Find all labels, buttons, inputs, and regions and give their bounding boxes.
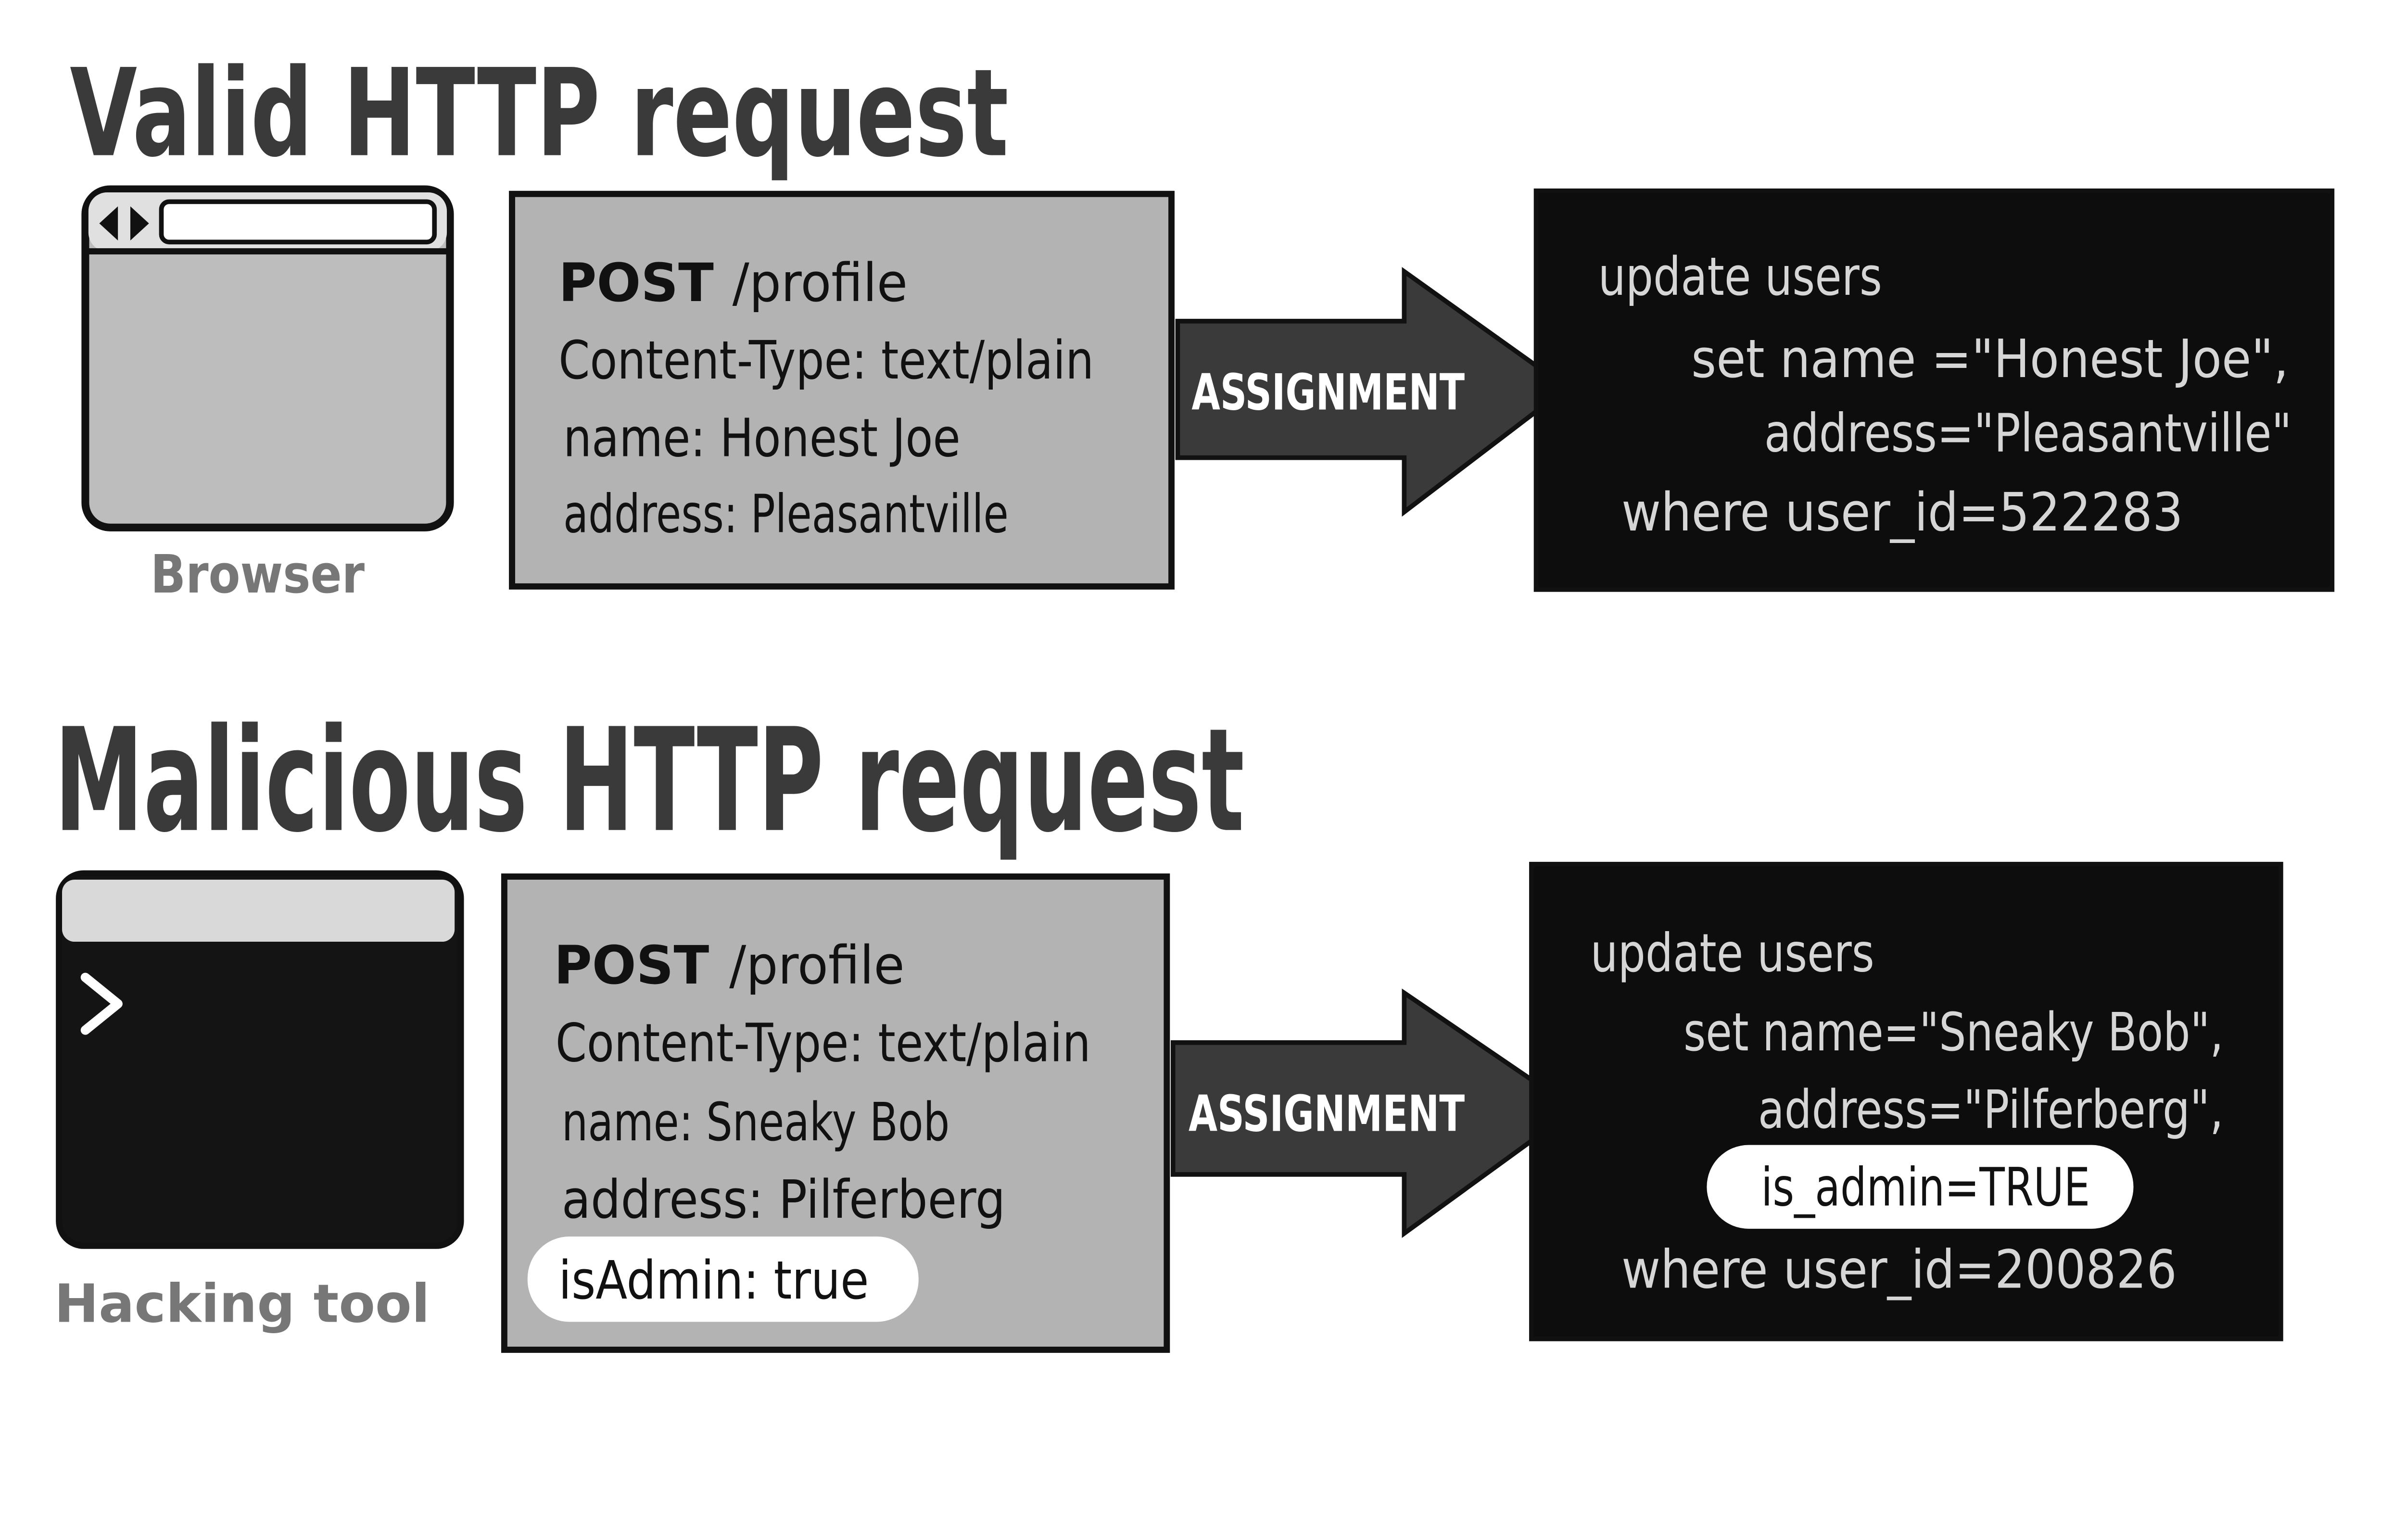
assignment-arrow: ASSIGNMENT xyxy=(1175,267,1571,517)
sql-line: update users xyxy=(1598,246,1882,307)
malicious-sql-box: update users set name="Sneaky Bob", addr… xyxy=(1529,861,2283,1341)
browser-label: Browser xyxy=(151,543,365,605)
arrow-label: ASSIGNMENT xyxy=(1191,364,1465,422)
request-method: POST xyxy=(558,252,714,314)
valid-sql-box: update users set name ="Honest Joe", add… xyxy=(1533,188,2335,592)
request-line: name: Sneaky Bob xyxy=(562,1091,949,1153)
valid-request-box: POST /profile Content-Type: text/plain n… xyxy=(509,190,1175,590)
request-line: Content-Type: text/plain xyxy=(556,1012,1091,1073)
browser-window-icon xyxy=(81,185,454,531)
request-line: name: Honest Joe xyxy=(563,407,961,468)
request-method: POST xyxy=(554,934,709,996)
highlight-pill xyxy=(1707,1145,2134,1229)
assignment-arrow: ASSIGNMENT xyxy=(1170,988,1579,1238)
sql-line: where user_id=200826 xyxy=(1621,1238,2177,1300)
malicious-request-box: POST /profile Content-Type: text/plain n… xyxy=(501,873,1170,1353)
malicious-title: Malicious HTTP request xyxy=(54,698,1244,864)
hacking-tool-label: Hacking tool xyxy=(54,1273,430,1334)
injected-field: isAdmin: true xyxy=(558,1250,869,1311)
request-line: address: Pleasantville xyxy=(563,483,1009,544)
highlight-pill xyxy=(527,1236,919,1322)
request-path: /profile xyxy=(733,252,908,314)
sql-line: set name ="Honest Joe", xyxy=(1691,328,2289,390)
terminal-icon xyxy=(56,870,464,1249)
request-line: Content-Type: text/plain xyxy=(558,329,1094,391)
arrow-label: ASSIGNMENT xyxy=(1189,1086,1465,1143)
injected-sql: is_admin=TRUE xyxy=(1761,1156,2090,1218)
request-line: address: Pilferberg xyxy=(562,1169,1006,1230)
sql-line: where user_id=522283 xyxy=(1621,481,2183,543)
valid-title: Valid HTTP request xyxy=(70,43,1009,184)
sql-line: address="Pilferberg", xyxy=(1758,1079,2224,1140)
sql-line: update users xyxy=(1590,922,1874,984)
request-path: /profile xyxy=(729,934,905,996)
mass-assignment-diagram: ASSIGNMENT ASSIGNMENT Valid HTTP request… xyxy=(54,43,2335,1353)
sql-line: set name="Sneaky Bob", xyxy=(1684,1001,2224,1063)
sql-line: address="Pleasantville" xyxy=(1764,403,2292,464)
